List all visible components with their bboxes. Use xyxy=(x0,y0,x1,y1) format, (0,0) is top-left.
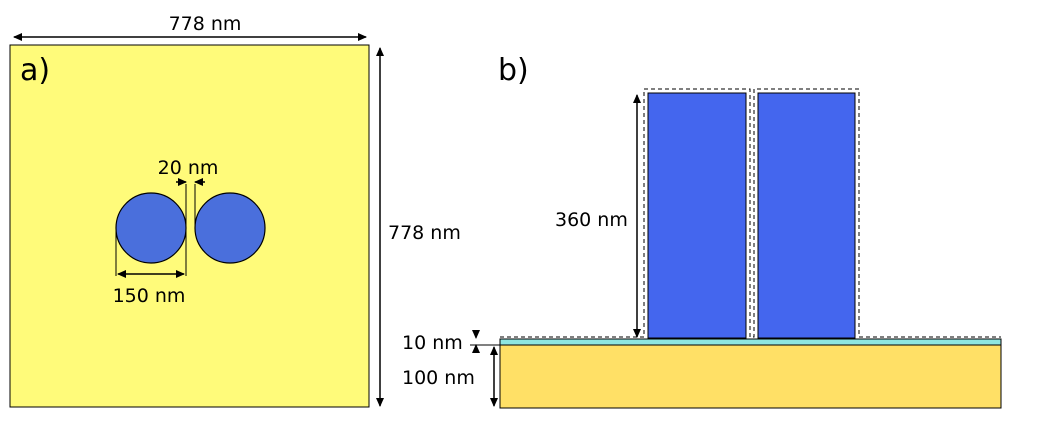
substrate xyxy=(499,344,1002,409)
width-dimension-label: 778 nm xyxy=(169,13,242,35)
diameter-dimension-label: 150 nm xyxy=(113,285,186,307)
pillar-right xyxy=(757,92,856,339)
panel-b-label: b) xyxy=(498,53,529,88)
panel-a-label: a) xyxy=(20,53,50,88)
particle-left xyxy=(115,192,187,264)
panel-a: a) 778 nm 778 nm 20 nm 150 nm xyxy=(9,13,461,408)
simulation-box xyxy=(9,44,370,408)
pillar-height-label: 360 nm xyxy=(555,209,628,231)
height-dimension-label: 778 nm xyxy=(388,222,461,244)
substrate-thickness-label: 100 nm xyxy=(402,367,475,389)
pillar-left xyxy=(647,92,747,339)
panel-b: b) 360 nm 10 nm 100 nm xyxy=(402,53,1002,409)
thin-layer xyxy=(499,338,1002,346)
gap-dimension-label: 20 nm xyxy=(158,157,219,179)
layer-thickness-label: 10 nm xyxy=(402,332,463,354)
particle-right xyxy=(194,192,266,264)
dashed-outline xyxy=(500,88,1001,338)
